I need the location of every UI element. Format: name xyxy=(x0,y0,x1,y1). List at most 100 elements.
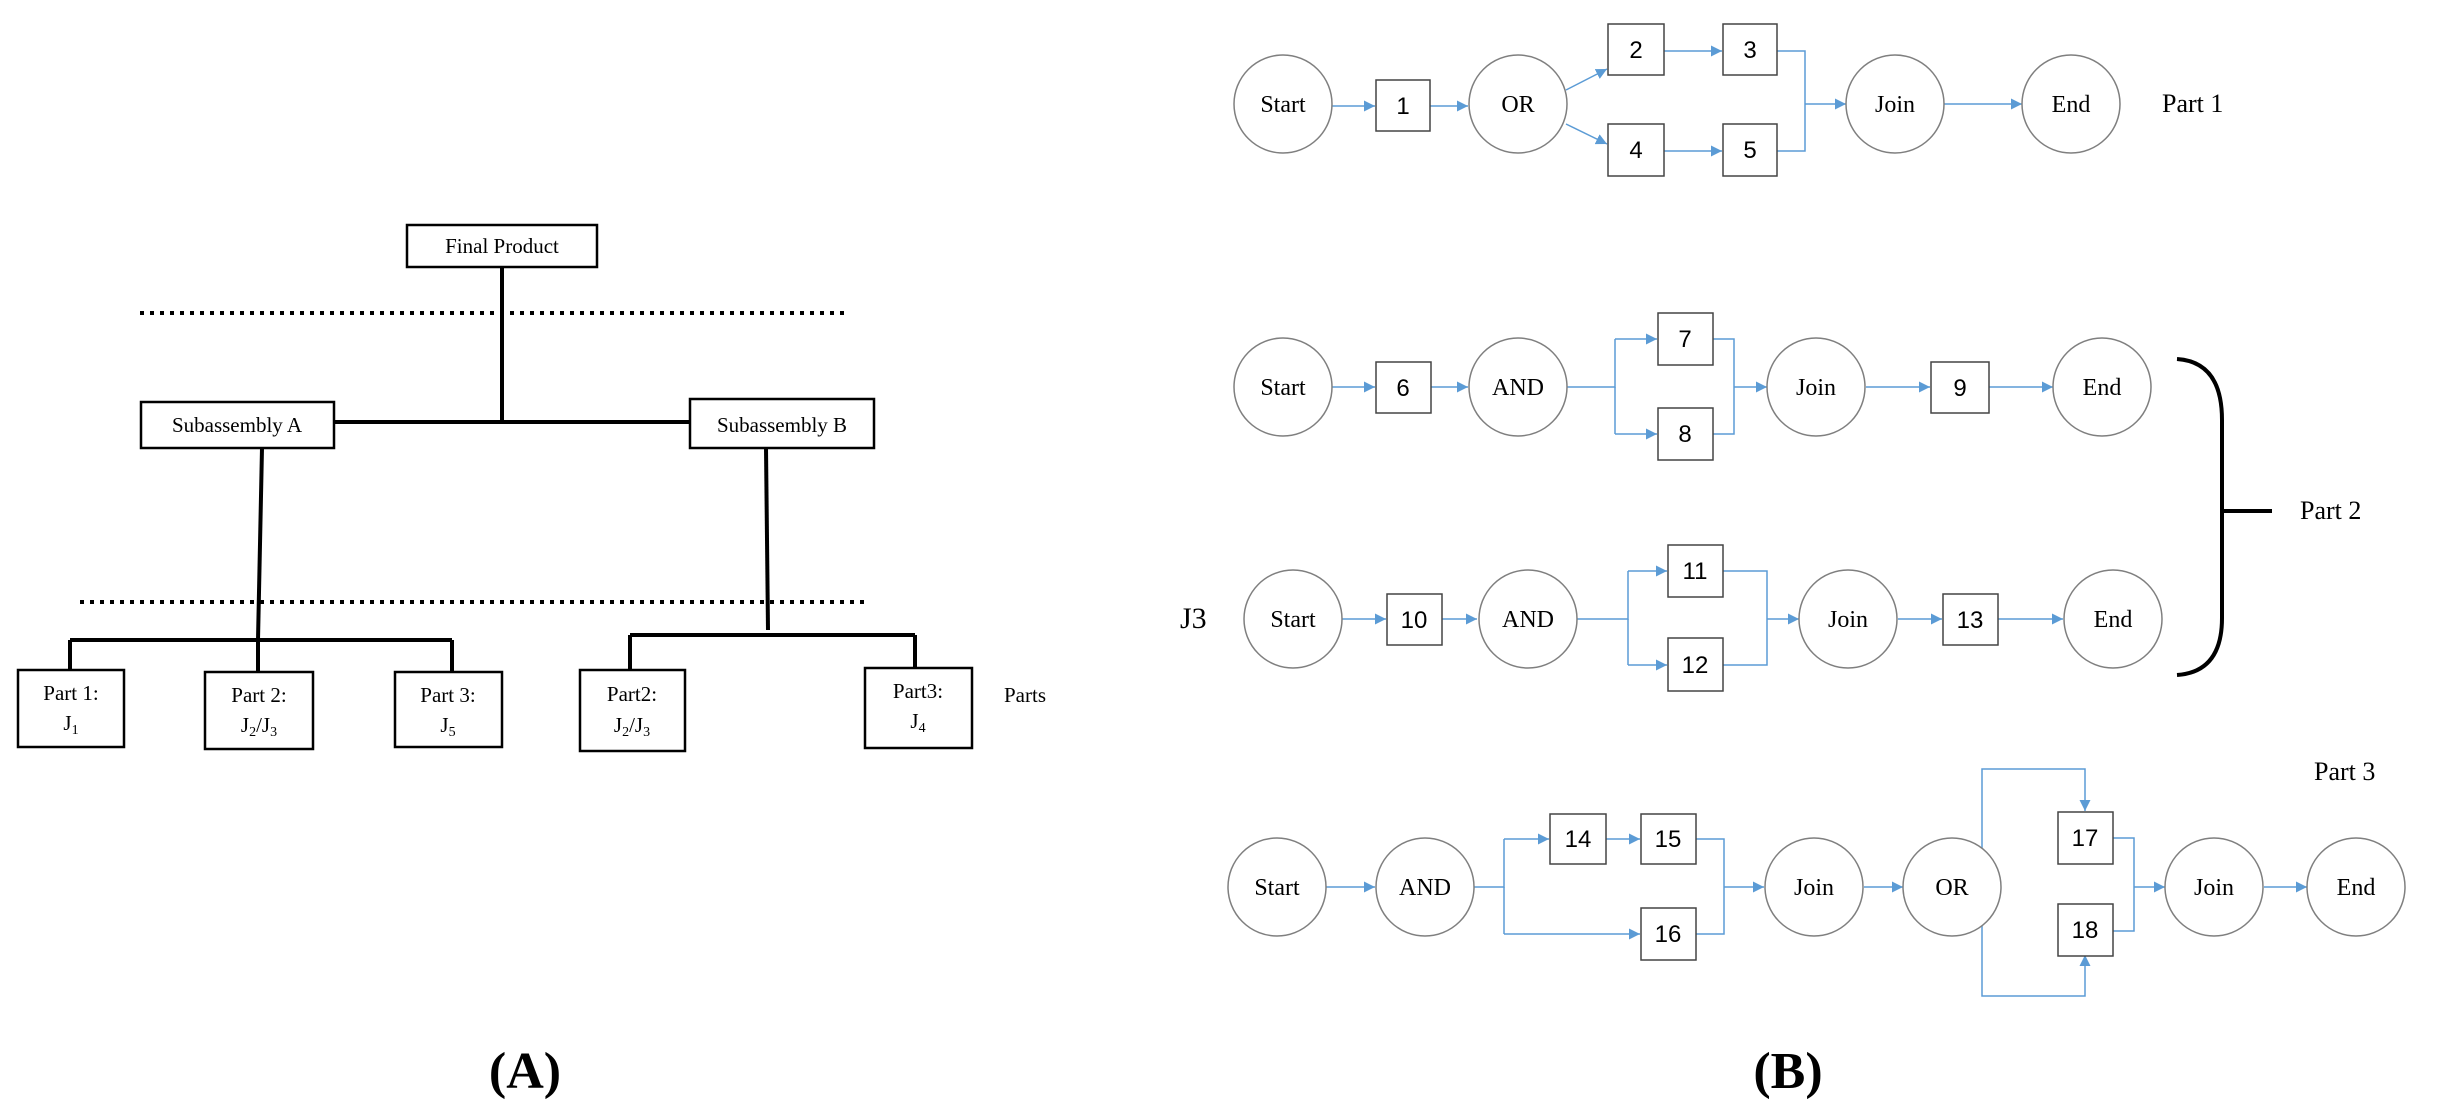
join-label: Join xyxy=(1828,607,1868,633)
join-label: Join xyxy=(1794,875,1834,901)
part-3-label: Part 3 xyxy=(2314,757,2375,786)
task-label-10: 10 xyxy=(1401,607,1428,634)
parts-label: Parts xyxy=(1004,683,1046,707)
part-2-code: J2/J3 xyxy=(241,713,277,740)
task-box-4 xyxy=(1607,123,1665,177)
final-product-box xyxy=(405,223,599,269)
task-label-7: 7 xyxy=(1678,326,1691,353)
flow-part-3: Start AND Join OR Join End 14 15 16 17 1… xyxy=(1227,757,2406,997)
start-node xyxy=(1227,837,1327,937)
join-label: Join xyxy=(1796,375,1836,401)
task-box-8 xyxy=(1657,407,1714,461)
end-node xyxy=(2306,837,2406,937)
tree-connectors xyxy=(68,267,917,672)
task-label-3: 3 xyxy=(1743,37,1756,64)
task-box-18 xyxy=(2057,903,2114,957)
task-box-9 xyxy=(1930,361,1990,414)
task-box-17 xyxy=(2057,811,2114,865)
part-2-label: Part 2 xyxy=(2300,496,2361,525)
start-label: Start xyxy=(1254,875,1300,901)
flow-part-2-upper: Start AND Join End 6 7 8 9 xyxy=(1233,312,2152,461)
task-box-12 xyxy=(1667,637,1724,692)
task-box-16 xyxy=(1640,907,1697,961)
or-node xyxy=(1902,837,2002,937)
part-box-5 xyxy=(863,666,974,750)
task-label-16: 16 xyxy=(1655,921,1682,948)
final-product-label: Final Product xyxy=(445,234,559,258)
join-label: Join xyxy=(2194,875,2234,901)
join-node xyxy=(1798,569,1898,669)
end-node xyxy=(2021,54,2121,154)
join-node xyxy=(1764,837,1864,937)
flow-part-2-lower: Start AND Join End 10 11 12 13 J3 xyxy=(1180,544,2163,692)
part-3-code: J5 xyxy=(440,713,455,740)
subassembly-b-label: Subassembly B xyxy=(717,413,847,437)
panel-a-label: (A) xyxy=(489,1043,561,1100)
and-label: AND xyxy=(1502,607,1554,633)
task-box-13 xyxy=(1942,593,1999,646)
task-label-2: 2 xyxy=(1629,37,1642,64)
panel-b-label: (B) xyxy=(1753,1043,1822,1100)
join-node xyxy=(1766,337,1866,437)
start-label: Start xyxy=(1270,607,1316,633)
task-box-7 xyxy=(1657,312,1714,366)
subassembly-a-label: Subassembly A xyxy=(172,413,303,437)
task-label-11: 11 xyxy=(1683,558,1708,585)
task-box-6 xyxy=(1375,361,1432,414)
part-1-code: J1 xyxy=(63,711,78,738)
task-box-1 xyxy=(1375,79,1431,132)
end-label: End xyxy=(2083,375,2122,401)
part-box-3 xyxy=(393,670,504,749)
task-box-5 xyxy=(1722,123,1778,177)
join-label: Join xyxy=(1875,92,1915,118)
and-label: AND xyxy=(1492,375,1544,401)
and-node xyxy=(1468,337,1568,437)
task-box-3 xyxy=(1722,23,1778,76)
part-1-name: Part 1: xyxy=(43,681,98,705)
task-label-6: 6 xyxy=(1396,375,1409,402)
task-label-14: 14 xyxy=(1565,826,1592,853)
part-2-brace xyxy=(2176,357,2224,677)
join-node xyxy=(2164,837,2264,937)
task-box-14 xyxy=(1549,813,1607,865)
task-label-8: 8 xyxy=(1678,421,1691,448)
end-label: End xyxy=(2094,607,2133,633)
or-node xyxy=(1468,54,1568,154)
or-label: OR xyxy=(1935,875,1968,901)
part-2-name: Part 2: xyxy=(231,683,286,707)
start-node xyxy=(1243,569,1343,669)
task-label-15: 15 xyxy=(1655,826,1682,853)
subassembly-b-box xyxy=(688,397,876,450)
and-label: AND xyxy=(1399,875,1451,901)
part-box-2 xyxy=(203,670,315,751)
task-label-9: 9 xyxy=(1953,375,1966,402)
task-label-4: 4 xyxy=(1629,137,1642,164)
task-label-17: 17 xyxy=(2072,825,2099,852)
task-label-12: 12 xyxy=(1682,652,1709,679)
start-label: Start xyxy=(1260,375,1306,401)
part-3-name: Part 3: xyxy=(420,683,475,707)
part-5-code: J4 xyxy=(910,709,925,736)
task-box-15 xyxy=(1640,813,1697,865)
j3-label: J3 xyxy=(1180,602,1207,635)
flow-part-1: Start OR Join End 1 2 3 4 5 Part 1 xyxy=(1233,23,2223,177)
part-1-label: Part 1 xyxy=(2162,89,2223,118)
start-label: Start xyxy=(1260,92,1306,118)
subassembly-a-box xyxy=(139,400,336,450)
start-node xyxy=(1233,54,1333,154)
part-box-1 xyxy=(16,668,126,749)
end-node xyxy=(2063,569,2163,669)
join-node xyxy=(1845,54,1945,154)
task-label-1: 1 xyxy=(1396,93,1409,120)
task-label-5: 5 xyxy=(1743,137,1756,164)
part-5-name: Part3: xyxy=(893,679,943,703)
start-node xyxy=(1233,337,1333,437)
task-label-18: 18 xyxy=(2072,917,2099,944)
part-4-code: J2/J3 xyxy=(614,713,650,740)
part-4-name: Part2: xyxy=(607,682,657,706)
end-label: End xyxy=(2337,875,2376,901)
task-label-13: 13 xyxy=(1957,607,1984,634)
panel-b: Start OR Join End 1 2 3 4 5 Part 1 xyxy=(1180,23,2406,1100)
part-box-4 xyxy=(578,668,687,753)
task-box-10 xyxy=(1386,593,1443,646)
